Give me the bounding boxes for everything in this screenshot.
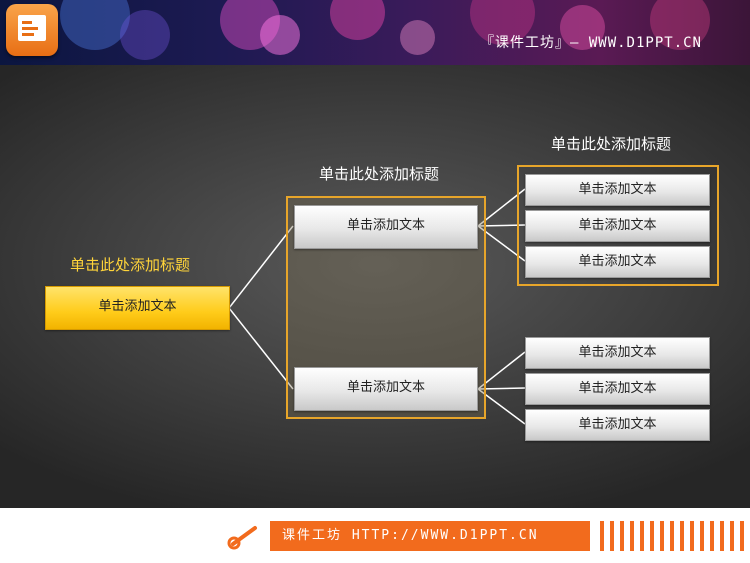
middle-node-2[interactable]: 单击添加文本 xyxy=(294,367,478,411)
right-node-1[interactable]: 单击添加文本 xyxy=(525,174,710,206)
header-banner: 『课件工坊』— WWW.D1PPT.CN xyxy=(0,0,750,65)
footer-stripe xyxy=(700,521,704,551)
root-node[interactable]: 单击添加文本 xyxy=(45,286,230,330)
right-node-6[interactable]: 单击添加文本 xyxy=(525,409,710,441)
footer-stripe xyxy=(690,521,694,551)
right-node-4[interactable]: 单击添加文本 xyxy=(525,337,710,369)
bokeh-decoration xyxy=(650,0,710,50)
pencil-icon xyxy=(227,526,257,550)
site-header-text: 『课件工坊』— WWW.D1PPT.CN xyxy=(479,35,702,51)
footer-stripe xyxy=(720,521,724,551)
bokeh-decoration xyxy=(260,15,300,55)
right-node-3[interactable]: 单击添加文本 xyxy=(525,246,710,278)
right-node-2[interactable]: 单击添加文本 xyxy=(525,210,710,242)
bokeh-decoration xyxy=(560,5,605,50)
middle-title[interactable]: 单击此处添加标题 xyxy=(319,165,440,183)
right-node-5[interactable]: 单击添加文本 xyxy=(525,373,710,405)
presentation-logo-icon xyxy=(6,4,58,56)
left-title[interactable]: 单击此处添加标题 xyxy=(70,256,191,274)
footer-stripe xyxy=(630,521,634,551)
footer-stripe xyxy=(740,521,744,551)
connector-line xyxy=(228,225,294,309)
footer-stripe xyxy=(600,521,604,551)
footer-stripe xyxy=(730,521,734,551)
footer-stripe xyxy=(640,521,644,551)
bokeh-decoration xyxy=(400,20,435,55)
footer-stripe xyxy=(670,521,674,551)
middle-node-1[interactable]: 单击添加文本 xyxy=(294,205,478,249)
footer-stripe xyxy=(710,521,714,551)
footer-link-bar[interactable]: 课件工坊 HTTP://WWW.D1PPT.CN xyxy=(270,521,590,551)
footer-stripe xyxy=(650,521,654,551)
footer: 课件工坊 HTTP://WWW.D1PPT.CN xyxy=(0,508,750,563)
footer-stripe xyxy=(680,521,684,551)
bokeh-decoration xyxy=(120,10,170,60)
footer-stripe xyxy=(620,521,624,551)
footer-stripe xyxy=(660,521,664,551)
footer-stripe xyxy=(610,521,614,551)
connector-line xyxy=(228,307,294,390)
right-title[interactable]: 单击此处添加标题 xyxy=(551,135,672,153)
right-top-group-frame xyxy=(517,165,719,286)
